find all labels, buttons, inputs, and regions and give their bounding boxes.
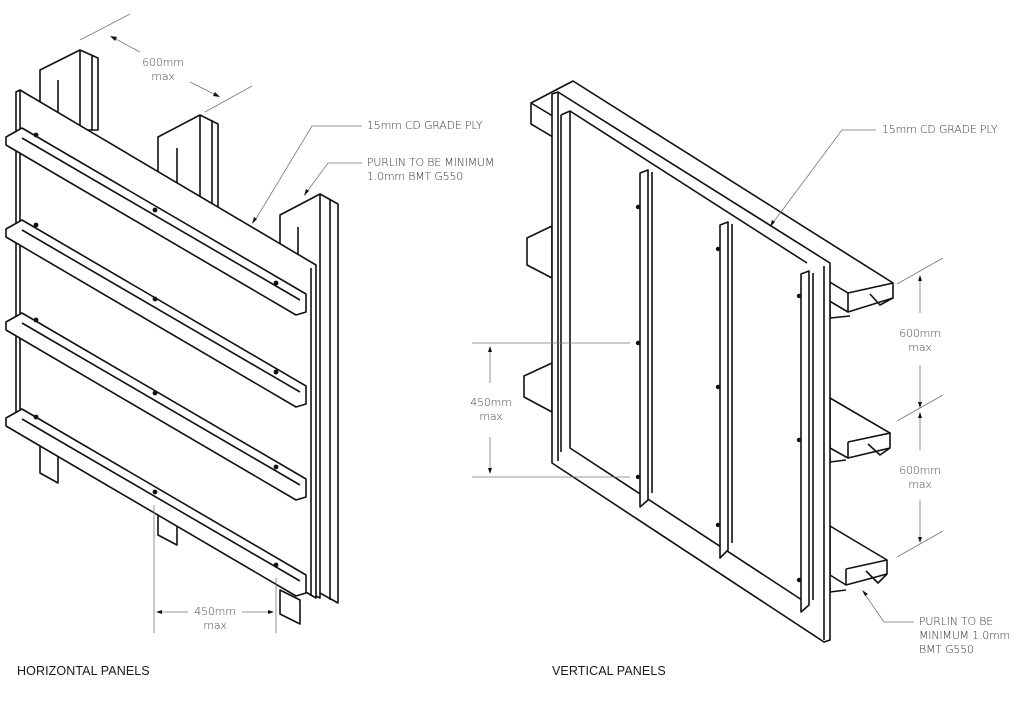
panel-rail-3 [5,312,307,501]
callout-line: PURLIN TO BE [919,615,994,628]
dim-value: 600mm [899,464,941,477]
callout-purlin-left: PURLIN TO BE MINIMUM 1.0mm BMT G550 [367,156,494,184]
dim-450-left-label: 450mm max [465,396,517,424]
callout-purlin-right: PURLIN TO BE MINIMUM 1.0mm BMT G550 [919,615,1010,657]
horizontal-panels-title: HORIZONTAL PANELS [17,664,150,678]
callout-ply-right: 15mm CD GRADE PLY [882,123,998,136]
callout-line: BMT G550 [919,643,974,656]
dim-value: 600mm [899,327,941,340]
vertical-panel-1 [639,169,653,508]
dim-note: max [908,478,932,491]
dim-450-left-lines [472,342,630,478]
dim-600-top-label: 600mm max [138,56,188,84]
dim-600-right-upper-label: 600mm max [894,327,946,355]
dim-600-right-lines [896,257,944,558]
dim-note: max [203,619,227,632]
purlin-bottom [523,362,888,593]
panel-rail-1 [5,127,307,316]
callout-line: MINIMUM 1.0mm [919,629,1011,642]
purlin-middle [526,225,891,463]
vertical-panel-2 [719,221,733,559]
vertical-panels-drawing [472,80,944,643]
dim-value: 450mm [194,605,236,618]
callout-ply-left: 15mm CD GRADE PLY [367,119,483,132]
panel-rail-2 [5,219,307,408]
screw-fixings [33,132,279,568]
vertical-panels-title: VERTICAL PANELS [552,664,666,678]
dim-note: max [479,410,503,423]
horizontal-panels-drawing [5,13,362,633]
dim-450-bottom-lines [153,505,277,633]
stud-middle [157,114,219,546]
dim-value: 450mm [470,396,512,409]
dim-note: max [151,70,175,83]
callout-line: 1.0mm BMT G550 [367,170,464,183]
vertical-panel-3 [800,270,814,613]
callout-leaders-left [252,125,362,224]
screw-fixings-vertical [635,204,802,583]
dim-value: 600mm [142,56,184,69]
dim-450-bottom-label: 450mm max [188,605,242,633]
dim-600-top-lines [79,13,253,113]
callout-line: PURLIN TO BE MINIMUM [367,156,495,169]
dim-note: max [908,341,932,354]
panel-rail-4 [5,408,307,597]
callout-leaders-right [770,129,914,623]
dim-600-right-lower-label: 600mm max [894,464,946,492]
